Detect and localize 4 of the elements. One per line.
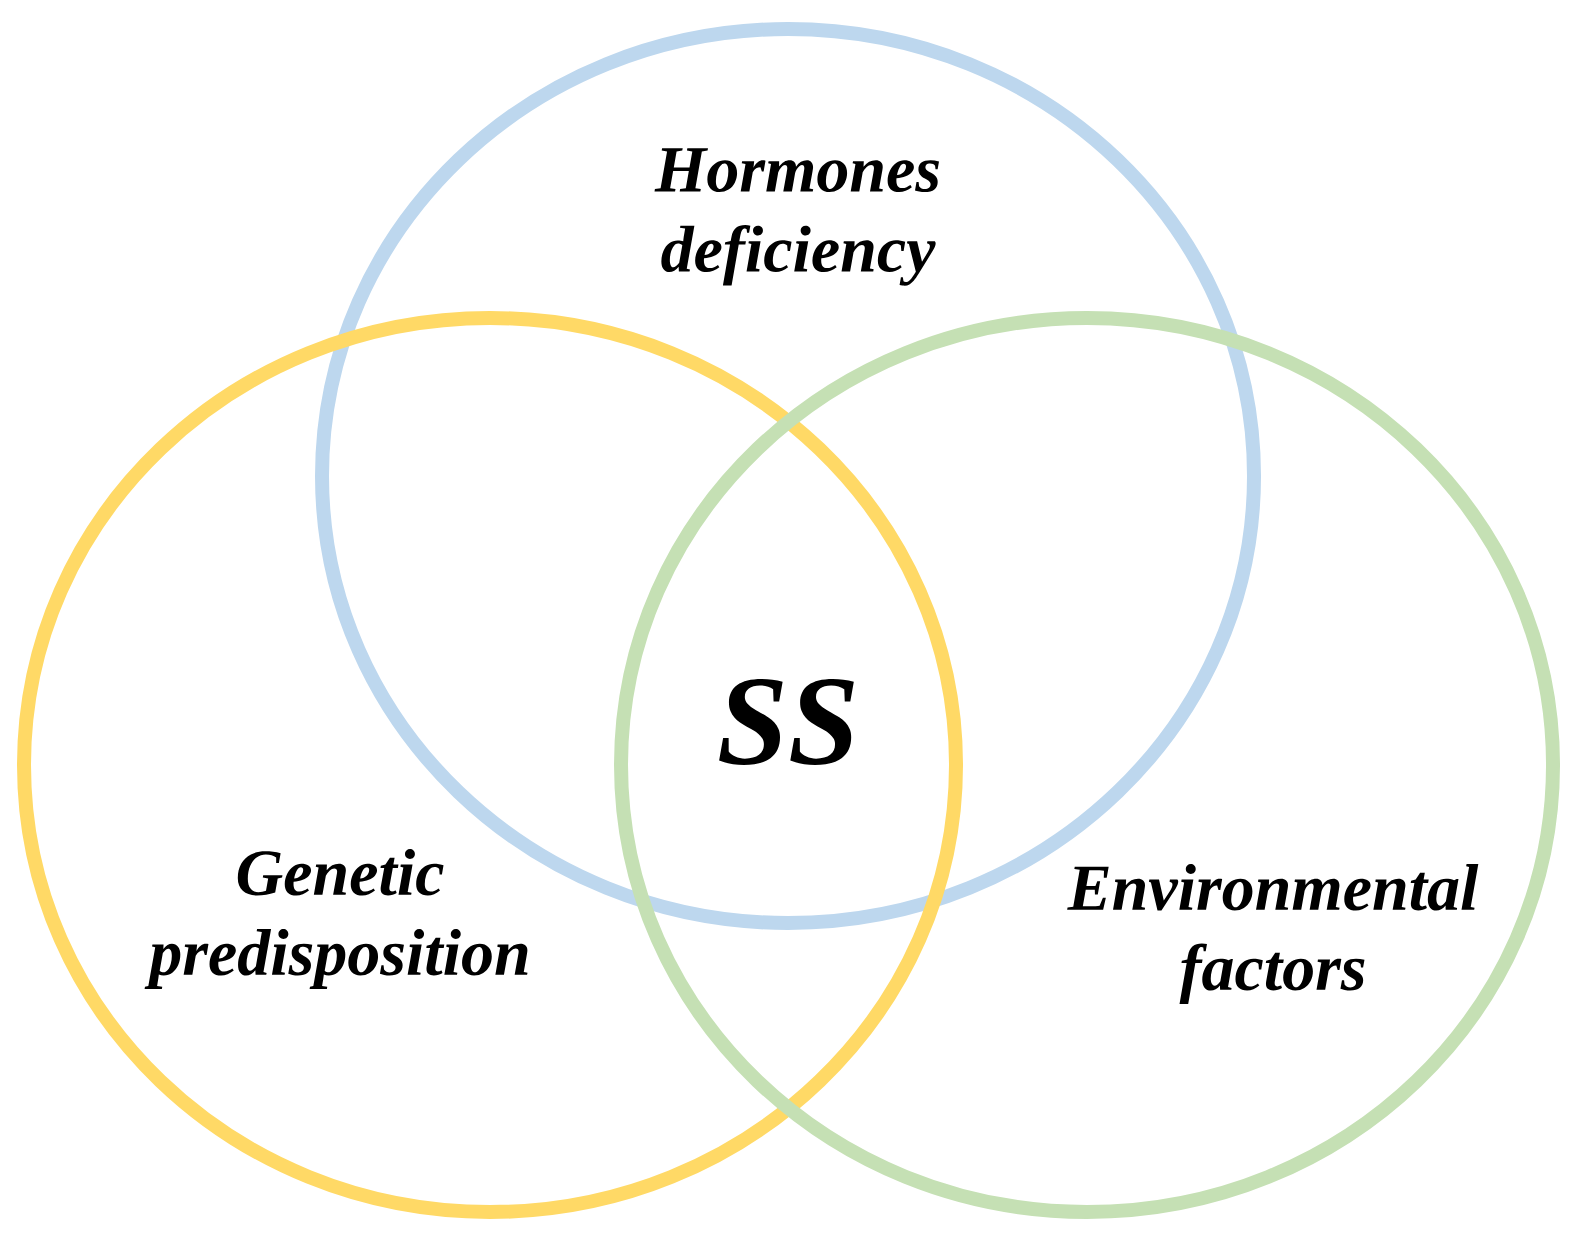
- circle-label: Genetic predisposition: [144, 849, 528, 989]
- circle-label: Environmental factors: [1067, 864, 1479, 1004]
- circle-label: Hormones deficiency: [654, 148, 939, 286]
- center-label: SS: [719, 679, 854, 765]
